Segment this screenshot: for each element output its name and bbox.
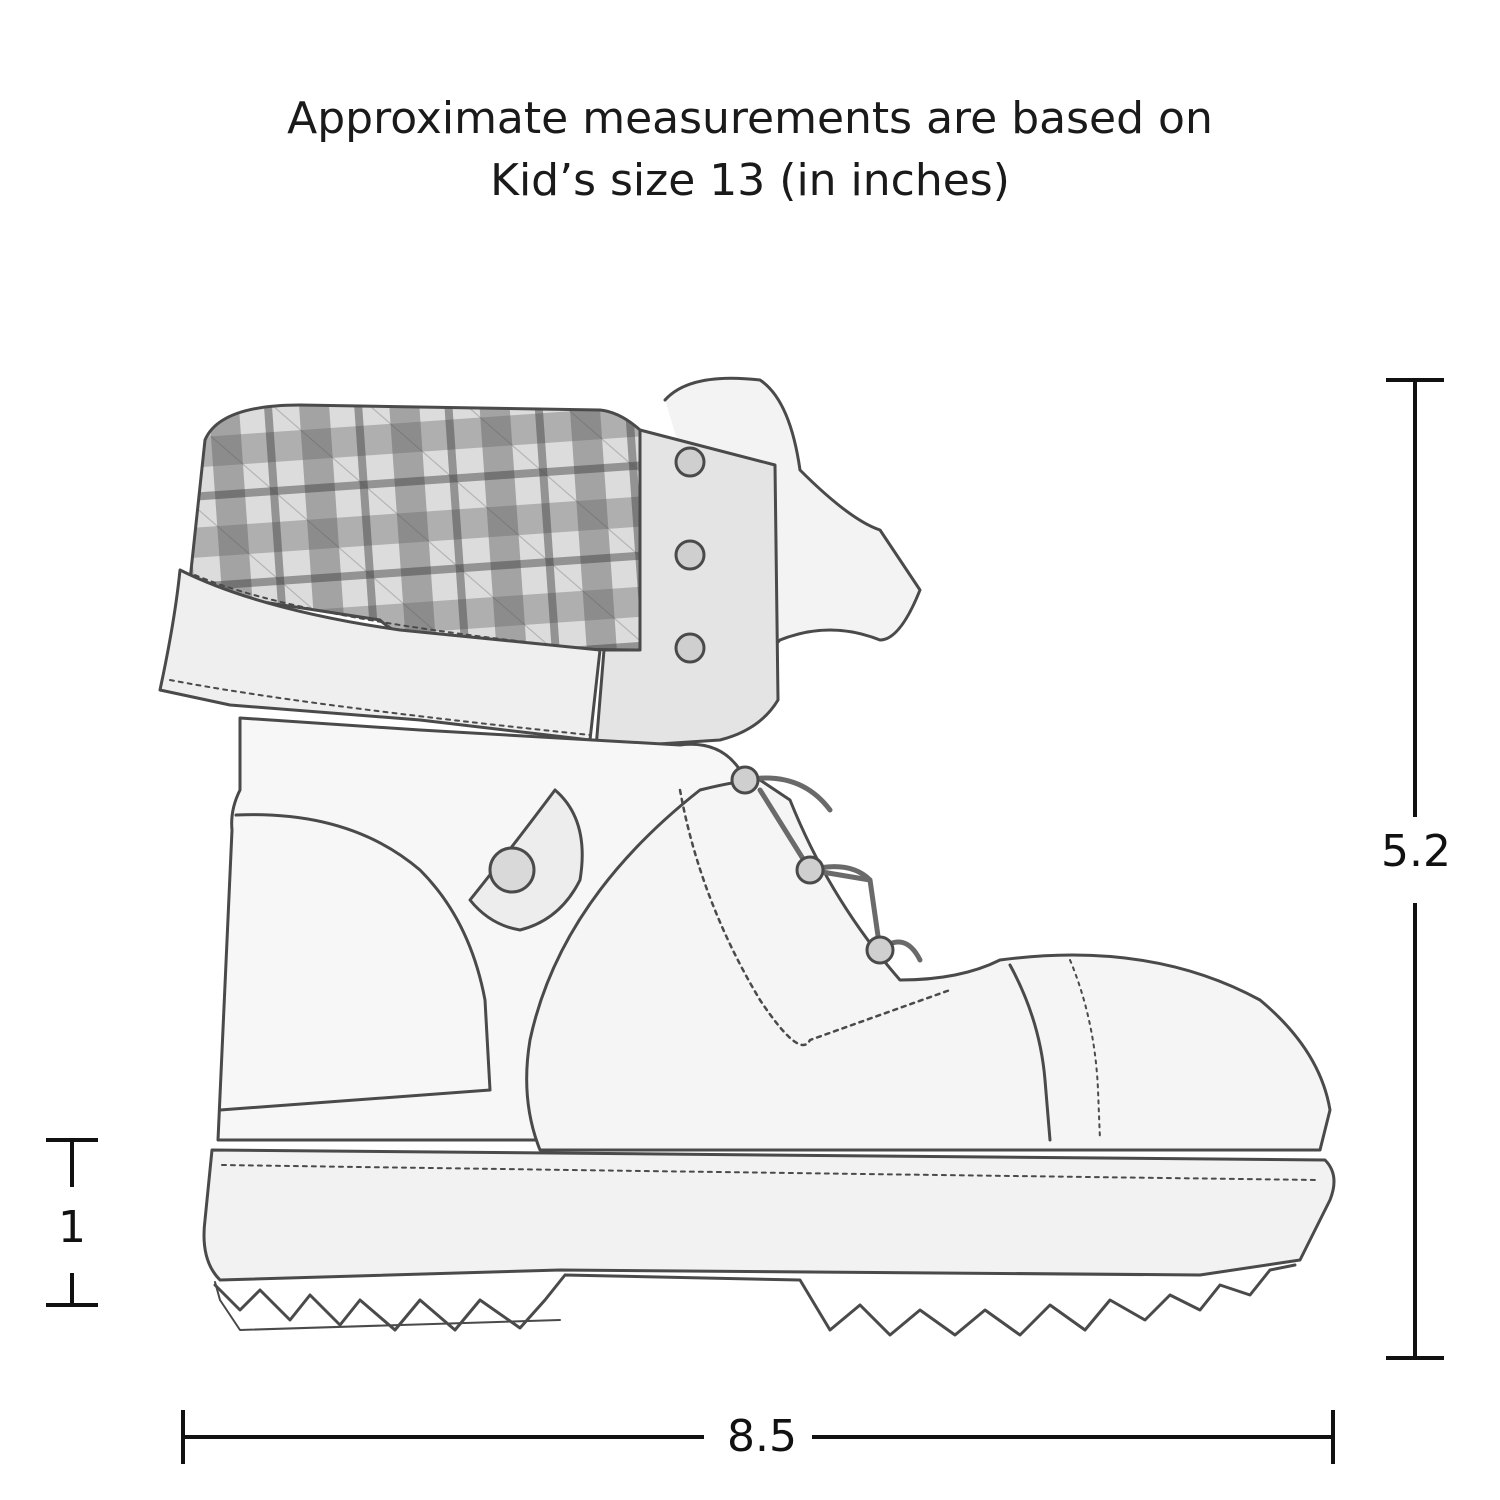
boot (158, 376, 1336, 1337)
boot-lace-seam (678, 788, 952, 1047)
length-label: 8.5 (712, 1413, 812, 1461)
boot-vamp (525, 778, 1332, 1152)
height-label: 5.2 (1366, 828, 1466, 876)
sole-height-label: 1 (46, 1204, 98, 1252)
title: Approximate measurements are based on Ki… (0, 88, 1500, 212)
boot-outsole (213, 1263, 1297, 1337)
height-dimension-line (1386, 378, 1444, 1360)
boot-eyelets (674, 446, 895, 965)
sole-dimension-line (46, 1138, 98, 1307)
boot-cuff-flap (594, 428, 780, 750)
boot-side-button (468, 788, 584, 932)
length-dimension-line (181, 1410, 1335, 1464)
title-line-1: Approximate measurements are based on (287, 93, 1213, 144)
boot-laces (742, 775, 923, 963)
boot-toe-cap-seam (1008, 963, 1052, 1142)
boot-midsole (202, 1148, 1336, 1282)
title-line-2: Kid’s size 13 (in inches) (490, 155, 1010, 206)
boot-heel-panel (218, 813, 492, 1112)
